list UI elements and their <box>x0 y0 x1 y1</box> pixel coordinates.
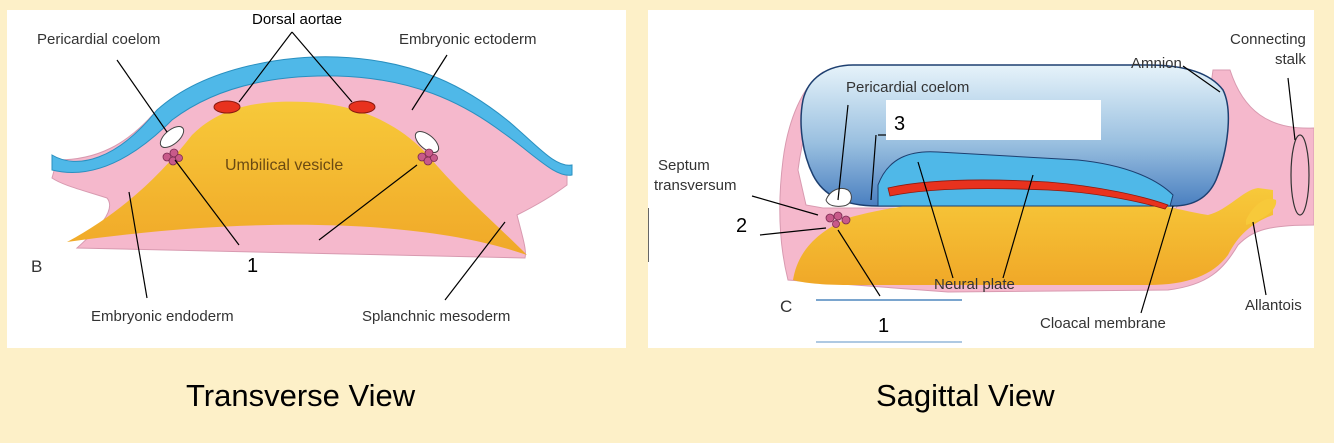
sagittal-diagram-panel: Pericardial coelom Amnion Connecting sta… <box>648 10 1314 348</box>
number-1-label: 1 <box>247 255 258 277</box>
transverse-view-caption: Transverse View <box>186 378 416 413</box>
heart-tube-cluster-left <box>162 148 183 166</box>
transverse-diagram: Dorsal aortae Pericardial coelom Embryon… <box>31 11 573 325</box>
panel-letter-c: C <box>780 297 792 316</box>
sagittal-view-caption: Sagittal View <box>876 378 1055 413</box>
allantois-shape <box>1246 198 1277 225</box>
sagittal-pericardial-coelom-label: Pericardial coelom <box>846 79 969 96</box>
connecting-stalk-label-line1: Connecting <box>1230 31 1306 48</box>
dorsal-aorta-left <box>213 100 241 114</box>
connecting-stalk-label-line2: stalk <box>1275 51 1306 68</box>
amnion-label: Amnion <box>1131 55 1182 72</box>
sagittal-number-1-label: 1 <box>878 315 889 337</box>
connecting-stalk-ring <box>1290 134 1310 216</box>
sagittal-heart-cluster <box>825 211 851 228</box>
septum-label-line1: Septum <box>658 157 710 174</box>
panel-letter-b: B <box>31 257 42 276</box>
umbilical-vesicle-label: Umbilical vesicle <box>225 157 343 174</box>
label-box-3 <box>886 100 1101 140</box>
cloacal-membrane-label: Cloacal membrane <box>1040 315 1166 332</box>
pericardial-coelom-right <box>414 131 440 153</box>
sagittal-diagram: Pericardial coelom Amnion Connecting sta… <box>648 31 1314 343</box>
sagittal-leader-lines <box>751 65 1296 314</box>
pericardial-coelom-left <box>159 126 185 148</box>
dorsal-aorta-right <box>348 100 376 114</box>
number-3-label: 3 <box>894 113 905 135</box>
heart-tube-cluster-right <box>417 148 438 166</box>
leader-lines <box>116 31 506 301</box>
red-layer <box>887 179 1169 210</box>
sagittal-umbilical-vesicle <box>793 188 1273 285</box>
neural-plate-label: Neural plate <box>934 276 1015 293</box>
ectoderm-layer <box>51 56 573 176</box>
embryonic-endoderm-label: Embryonic endoderm <box>91 308 234 325</box>
embryonic-ectoderm-label: Embryonic ectoderm <box>399 31 537 48</box>
septum-label-line2: transversum <box>654 177 737 194</box>
splanchnic-mesoderm-label: Splanchnic mesoderm <box>362 308 510 325</box>
dorsal-aortae-label: Dorsal aortae <box>252 11 342 28</box>
transverse-diagram-panel: Dorsal aortae Pericardial coelom Embryon… <box>7 10 626 348</box>
pericardial-coelom-label: Pericardial coelom <box>37 31 160 48</box>
umbilical-vesicle-shape <box>67 101 527 255</box>
number-2-label: 2 <box>736 215 747 237</box>
allantois-label: Allantois <box>1245 297 1302 314</box>
